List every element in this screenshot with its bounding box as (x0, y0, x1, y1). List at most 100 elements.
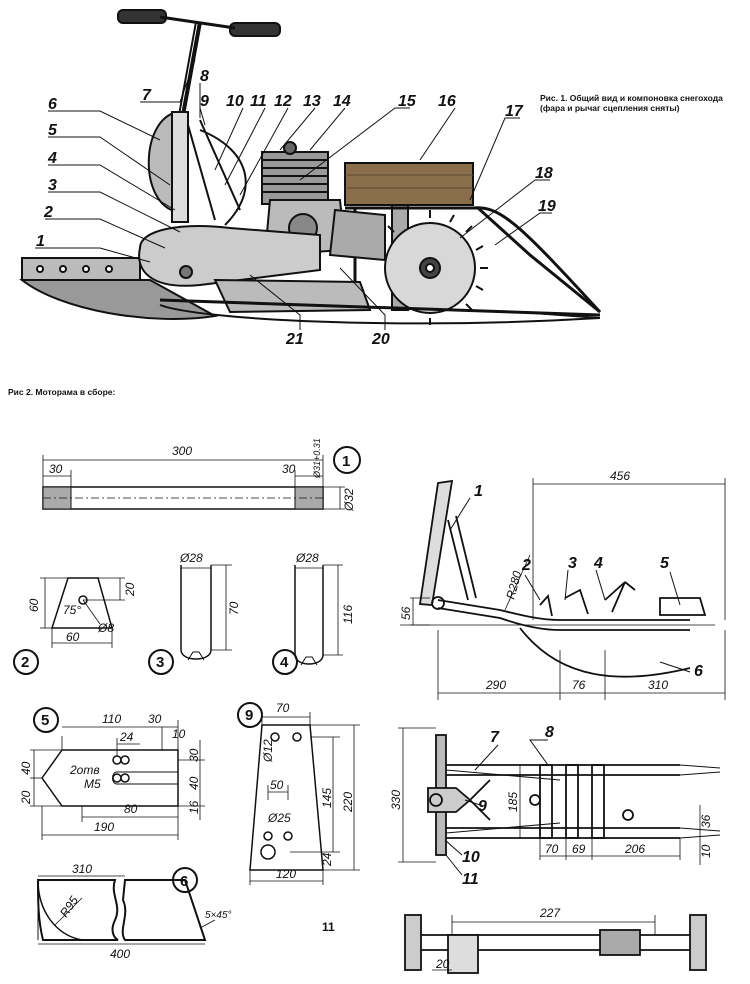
fig1-callout-14: 14 (333, 93, 351, 110)
p2-angle: 75° (63, 603, 81, 617)
p2-height: 60 (27, 598, 41, 612)
fig1-callouts: 1 2 3 4 5 6 7 8 9 10 11 12 13 14 15 16 1… (36, 68, 556, 348)
drive-wheel (384, 210, 488, 325)
assembly-side-view (400, 478, 726, 700)
asm-d76: 76 (572, 678, 586, 692)
asm-d206: 206 (624, 842, 645, 856)
asm-d69: 69 (572, 842, 586, 856)
asm-d20: 20 (435, 957, 450, 971)
part-2-bracket (13, 577, 125, 675)
asm-callout-4: 4 (593, 555, 603, 572)
asm-callout-3: 3 (568, 555, 577, 572)
main-frame (138, 225, 601, 325)
fig1-callout-11: 11 (250, 93, 267, 110)
p3-length: 70 (227, 601, 241, 615)
p2-dim20: 20 (123, 582, 137, 597)
part-3-dims: Ø28 70 3 (156, 551, 241, 671)
fig1-callout-6: 6 (48, 96, 57, 113)
asm-d36: 36 (699, 814, 713, 828)
asm-d456: 456 (610, 469, 630, 483)
asm-callout-1: 1 (474, 483, 483, 500)
p5-d20l: 20 (19, 790, 33, 805)
fig1-leaders (35, 59, 552, 330)
p6-d400: 400 (110, 947, 130, 961)
fig1-callout-4: 4 (47, 150, 57, 167)
p6-number: 6 (180, 873, 188, 890)
assembly-side-leaders (449, 497, 691, 673)
assembly-side-labels: 1 2 3 4 5 6 456 R280 56 290 76 310 (399, 469, 703, 692)
fig1-callout-16: 16 (438, 93, 456, 110)
fig1-callout-7: 7 (142, 87, 152, 104)
asm-callout-2: 2 (521, 557, 531, 574)
asm-callout-11: 11 (462, 871, 479, 888)
steering-frame (171, 111, 247, 226)
p9-hole12: Ø12 (261, 739, 275, 763)
fig1-callout-20: 20 (371, 331, 390, 348)
p5-d110: 110 (102, 712, 121, 726)
p1-diameter: Ø32 (342, 488, 356, 512)
p5-d80: 80 (124, 802, 138, 816)
asm-d290: 290 (485, 678, 506, 692)
p4-diameter: Ø28 (295, 551, 319, 565)
fig1-callout-13: 13 (303, 93, 321, 110)
assembly-bottom-labels: 227 20 (435, 906, 561, 971)
asm-callout-6: 6 (694, 663, 703, 680)
p4-number: 4 (280, 654, 289, 671)
part-4-dims: Ø28 116 4 (280, 551, 355, 671)
p6-chamfer: 5×45° (205, 910, 232, 921)
p9-hole25: Ø25 (267, 811, 291, 825)
p9-d220: 220 (341, 792, 355, 813)
part-5-plate (30, 707, 205, 840)
p5-holes: 2отв (69, 763, 100, 777)
asm-d330: 330 (389, 790, 403, 810)
p5-d190: 190 (94, 820, 114, 834)
assembly-bottom-view (404, 914, 707, 974)
fig1-callout-10: 10 (226, 93, 244, 110)
assembly-top-labels: 7 8 9 10 11 330 185 70 69 206 36 10 (389, 724, 713, 888)
p5-d40l: 40 (19, 761, 33, 775)
asm-d70: 70 (545, 842, 559, 856)
p1-overall: 300 (172, 444, 192, 458)
part-2-dims: 60 75° 20 Ø8 60 2 (21, 582, 137, 671)
p5-d40r: 40 (187, 776, 201, 790)
p9-d70: 70 (276, 701, 290, 715)
p2-number: 2 (21, 654, 29, 671)
fig1-callout-15: 15 (398, 93, 417, 110)
part-4-tube (272, 564, 343, 675)
asm-d310: 310 (648, 678, 668, 692)
part-6-ski (36, 867, 216, 945)
asm-callout-8: 8 (545, 724, 554, 741)
assembly-top-view (398, 727, 721, 865)
part-5-dims: 110 30 24 10 40 20 2отв M5 80 190 30 40 … (19, 712, 201, 834)
p9-d145: 145 (320, 788, 334, 808)
p1-number: 1 (342, 453, 350, 470)
assembly-top-leaders (444, 739, 549, 876)
front-ski (19, 257, 219, 320)
asm-r280: R280 (503, 569, 524, 601)
fig1-callout-3: 3 (48, 177, 57, 194)
p5-d30: 30 (148, 712, 162, 726)
p5-d10: 10 (172, 727, 186, 741)
handlebar (117, 9, 281, 116)
p1-tolerance: Ø31+0.31 (312, 438, 322, 479)
fig1-callout-1: 1 (36, 233, 45, 250)
part-9-plate (237, 702, 360, 885)
figure-2-caption: Рис 2. Моторама в сборе: (8, 387, 116, 397)
asm-callout-5: 5 (660, 555, 670, 572)
fig1-callout-17: 17 (505, 103, 524, 120)
p5-d16: 16 (187, 800, 201, 814)
figure-1-caption: Рис. 1. Общий вид и компоновка снегохода… (540, 93, 723, 113)
page-number: 11 (322, 920, 335, 934)
fig1-callout-9: 9 (200, 93, 209, 110)
p3-number: 3 (156, 654, 164, 671)
p9-number: 9 (245, 707, 253, 724)
p9-d24: 24 (320, 852, 334, 867)
fig1-callout-2: 2 (43, 204, 53, 221)
p5-thread: M5 (84, 777, 101, 791)
p2-width: 60 (66, 630, 80, 644)
asm-callout-10: 10 (462, 849, 480, 866)
part-1-dims: 300 30 30 Ø31+0.31 Ø32 1 (49, 438, 356, 512)
fuel-tank (328, 208, 386, 262)
